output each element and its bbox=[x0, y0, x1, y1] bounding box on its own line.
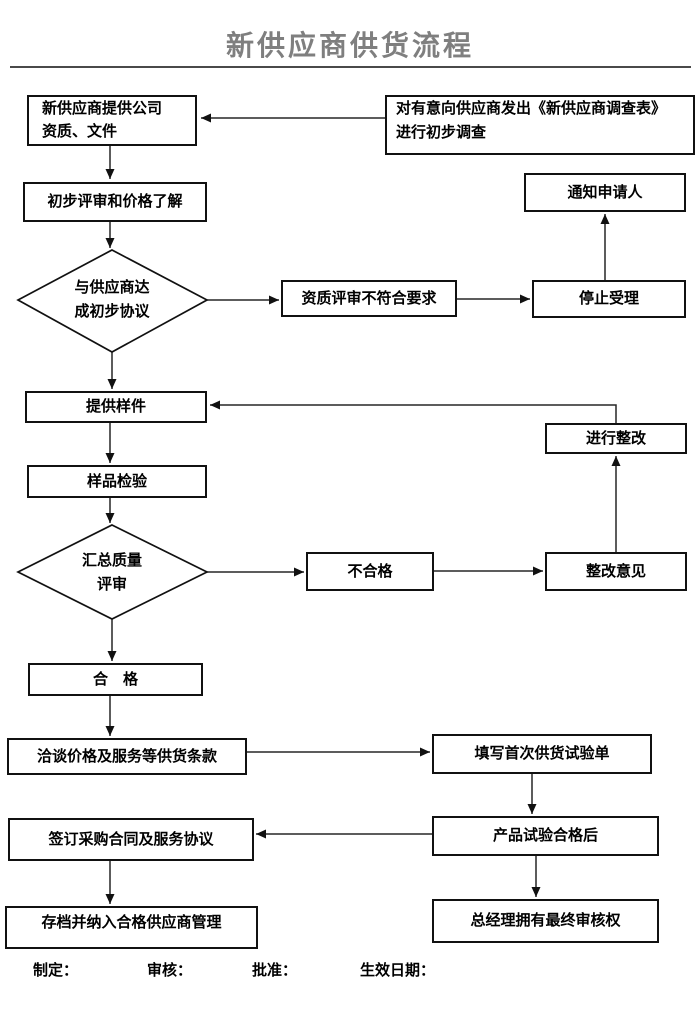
page-title: 新供应商供货流程 bbox=[225, 31, 474, 62]
decision-quality-shape bbox=[16, 524, 209, 620]
node-notify-applicant: 通知申请人 bbox=[524, 173, 686, 212]
node-initial-review: 初步评审和价格了解 bbox=[23, 182, 207, 222]
decision-agreement-line2: 成初步协议 bbox=[74, 303, 150, 320]
decision-agreement-line1: 与供应商达 bbox=[74, 279, 150, 296]
node-survey-line1: 对有意向供应商发出《新供应商调查表》 bbox=[396, 100, 667, 117]
node-sample-inspection: 样品检验 bbox=[27, 465, 207, 498]
node-rectify-label: 进行整改 bbox=[585, 429, 646, 447]
node-product-pass: 产品试验合格后 bbox=[432, 816, 659, 856]
node-rectify: 进行整改 bbox=[545, 423, 687, 454]
footer-draft-label: 制定： bbox=[33, 962, 79, 979]
node-notify-applicant-label: 通知申请人 bbox=[567, 183, 643, 201]
footer-review-label: 审核： bbox=[147, 962, 193, 979]
footer-approve-label: 批准： bbox=[252, 962, 298, 979]
decision-quality-line1: 汇总质量 bbox=[81, 552, 142, 569]
node-pass: 合 格 bbox=[28, 663, 203, 696]
node-pass-label: 合 格 bbox=[92, 670, 138, 688]
node-review-fail: 资质评审不符合要求 bbox=[281, 280, 457, 317]
title-divider bbox=[10, 66, 691, 68]
node-gm-approval-label: 总经理拥有最终审核权 bbox=[470, 912, 621, 929]
footer-effective-date-label: 生效日期： bbox=[360, 962, 436, 979]
node-gm-approval: 总经理拥有最终审核权 bbox=[432, 899, 659, 943]
node-survey: 对有意向供应商发出《新供应商调查表》进行初步调查 bbox=[385, 95, 695, 155]
decision-agreement-shape bbox=[16, 249, 209, 353]
node-review-fail-label: 资质评审不符合要求 bbox=[301, 289, 437, 307]
node-rectify-opinion-label: 整改意见 bbox=[585, 562, 646, 580]
node-negotiate-terms: 洽谈价格及服务等供货条款 bbox=[7, 738, 247, 775]
node-provide-docs-line1: 新供应商提供公司 bbox=[42, 100, 163, 117]
node-trial-form-label: 填写首次供货试验单 bbox=[474, 745, 610, 762]
node-stop-accepting: 停止受理 bbox=[532, 280, 686, 318]
node-provide-docs-line2: 资质、文件 bbox=[42, 123, 118, 140]
decision-quality-line2: 评审 bbox=[96, 576, 127, 593]
node-sample-inspection-label: 样品检验 bbox=[86, 472, 147, 490]
node-sign-contract: 签订采购合同及服务协议 bbox=[8, 818, 254, 861]
node-sign-contract-label: 签订采购合同及服务协议 bbox=[48, 830, 214, 848]
node-archive: 存档并纳入合格供应商管理 bbox=[5, 906, 258, 949]
node-provide-docs: 新供应商提供公司资质、文件 bbox=[27, 95, 197, 146]
node-survey-line2: 进行初步调查 bbox=[396, 124, 487, 141]
node-initial-review-label: 初步评审和价格了解 bbox=[47, 193, 183, 210]
node-product-pass-label: 产品试验合格后 bbox=[492, 827, 598, 844]
signature-footer: 制定： 审核： 批准： 生效日期： bbox=[0, 959, 700, 981]
node-provide-sample-label: 提供样件 bbox=[85, 398, 146, 415]
node-trial-form: 填写首次供货试验单 bbox=[432, 734, 652, 774]
node-archive-label: 存档并纳入合格供应商管理 bbox=[41, 914, 222, 931]
connector-rectify-to-sample bbox=[210, 400, 617, 423]
node-negotiate-terms-label: 洽谈价格及服务等供货条款 bbox=[36, 747, 217, 765]
node-fail-label: 不合格 bbox=[347, 562, 393, 580]
node-provide-sample: 提供样件 bbox=[25, 391, 207, 423]
node-rectify-opinion: 整改意见 bbox=[545, 552, 687, 591]
decision-quality-label: 汇总质量评审 bbox=[37, 549, 187, 597]
decision-agreement-label: 与供应商达成初步协议 bbox=[37, 276, 187, 324]
node-stop-accepting-label: 停止受理 bbox=[578, 290, 639, 307]
node-fail: 不合格 bbox=[306, 552, 434, 591]
